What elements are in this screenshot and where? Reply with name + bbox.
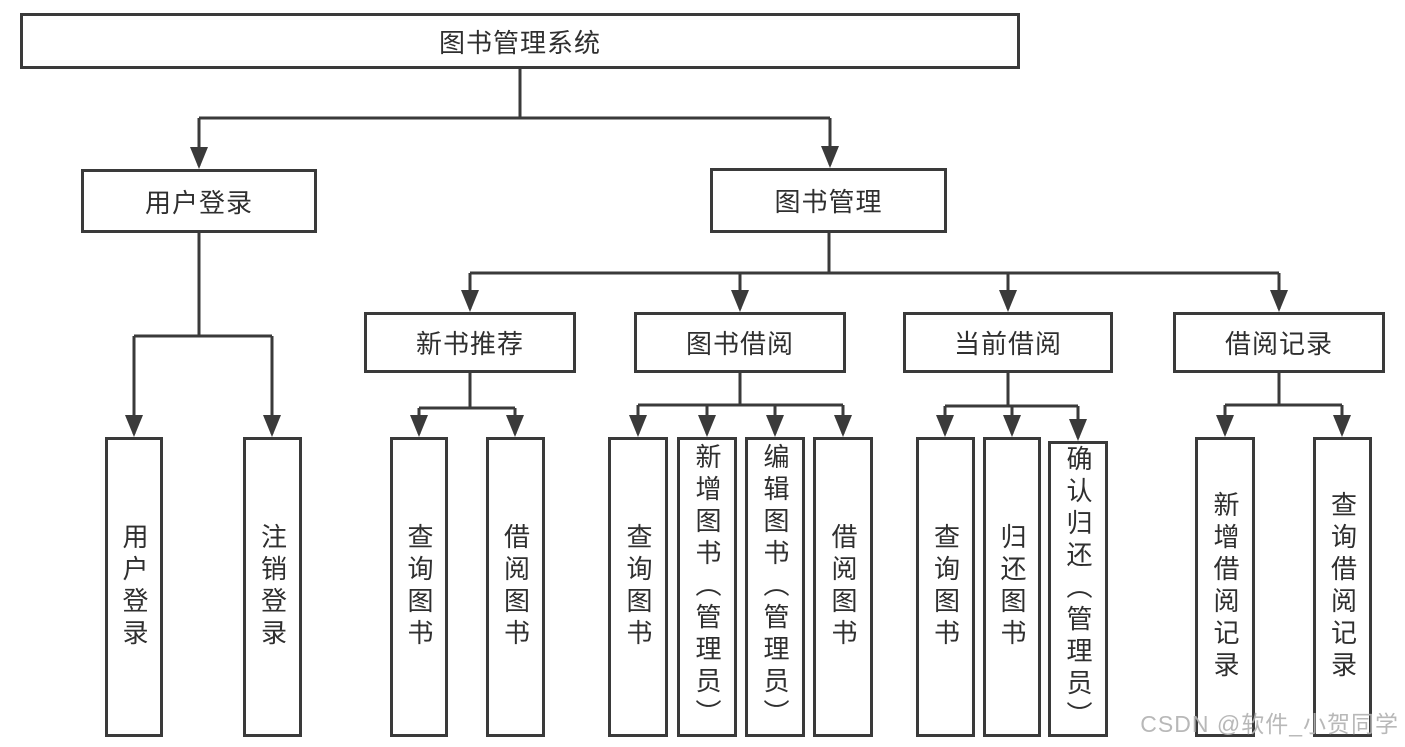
leaf-current-confirm-return-admin: 确认归还（管理员） [1048,441,1108,737]
leaf-newrec-borrow-book-label: 借阅图书 [500,523,531,651]
leaf-newrec-query-book: 查询图书 [390,437,448,737]
leaf-borrow-borrow-book-label: 借阅图书 [828,523,858,651]
leaf-newrec-query-book-label: 查询图书 [404,523,434,651]
leaf-borrow-edit-book-admin: 编辑图书（管理员） [745,437,805,737]
leaf-records-query-record: 查询借阅记录 [1313,437,1372,737]
leaf-logout-login: 注销登录 [243,437,302,737]
csdn-watermark: CSDN @软件_小贺同学 [1140,711,1399,737]
node-user-login-label: 用户登录 [144,187,253,218]
node-book-borrow-label: 图书借阅 [685,329,794,359]
leaf-current-return-book: 归还图书 [983,437,1041,737]
node-new-book-recommend-label: 新书推荐 [415,329,524,359]
node-current-borrow: 当前借阅 [903,312,1113,373]
leaf-current-confirm-return-admin-label: 确认归还（管理员） [1063,445,1093,733]
leaf-current-return-book-label: 归还图书 [997,523,1027,651]
node-user-login: 用户登录 [81,169,317,233]
node-current-borrow-label: 当前借阅 [953,329,1062,359]
leaf-current-query-book-label: 查询图书 [930,523,961,651]
leaf-borrow-edit-book-admin-label: 编辑图书（管理员） [760,443,790,731]
leaf-records-add-record-label: 新增借阅记录 [1210,491,1240,683]
leaf-borrow-borrow-book: 借阅图书 [813,437,873,737]
leaf-borrow-add-book-admin: 新增图书（管理员） [677,437,737,737]
leaf-logout-login-label: 注销登录 [257,523,288,651]
leaf-borrow-add-book-admin-label: 新增图书（管理员） [692,443,722,731]
node-book-management-label: 图书管理 [774,187,883,217]
leaf-borrow-query-book: 查询图书 [608,437,668,737]
leaf-newrec-borrow-book: 借阅图书 [486,437,545,737]
node-new-book-recommend: 新书推荐 [364,312,576,373]
leaf-user-login-label: 用户登录 [119,523,149,651]
node-root: 图书管理系统 [20,13,1020,69]
leaf-records-query-record-label: 查询借阅记录 [1327,491,1358,683]
leaf-records-add-record: 新增借阅记录 [1195,437,1255,737]
leaf-user-login: 用户登录 [105,437,163,737]
node-book-management: 图书管理 [710,168,947,233]
node-borrow-records: 借阅记录 [1173,312,1385,373]
node-borrow-records-label: 借阅记录 [1224,329,1333,359]
node-book-borrow: 图书借阅 [634,312,846,373]
leaf-borrow-query-book-label: 查询图书 [623,523,653,651]
node-root-label: 图书管理系统 [438,27,601,58]
leaf-current-query-book: 查询图书 [916,437,975,737]
